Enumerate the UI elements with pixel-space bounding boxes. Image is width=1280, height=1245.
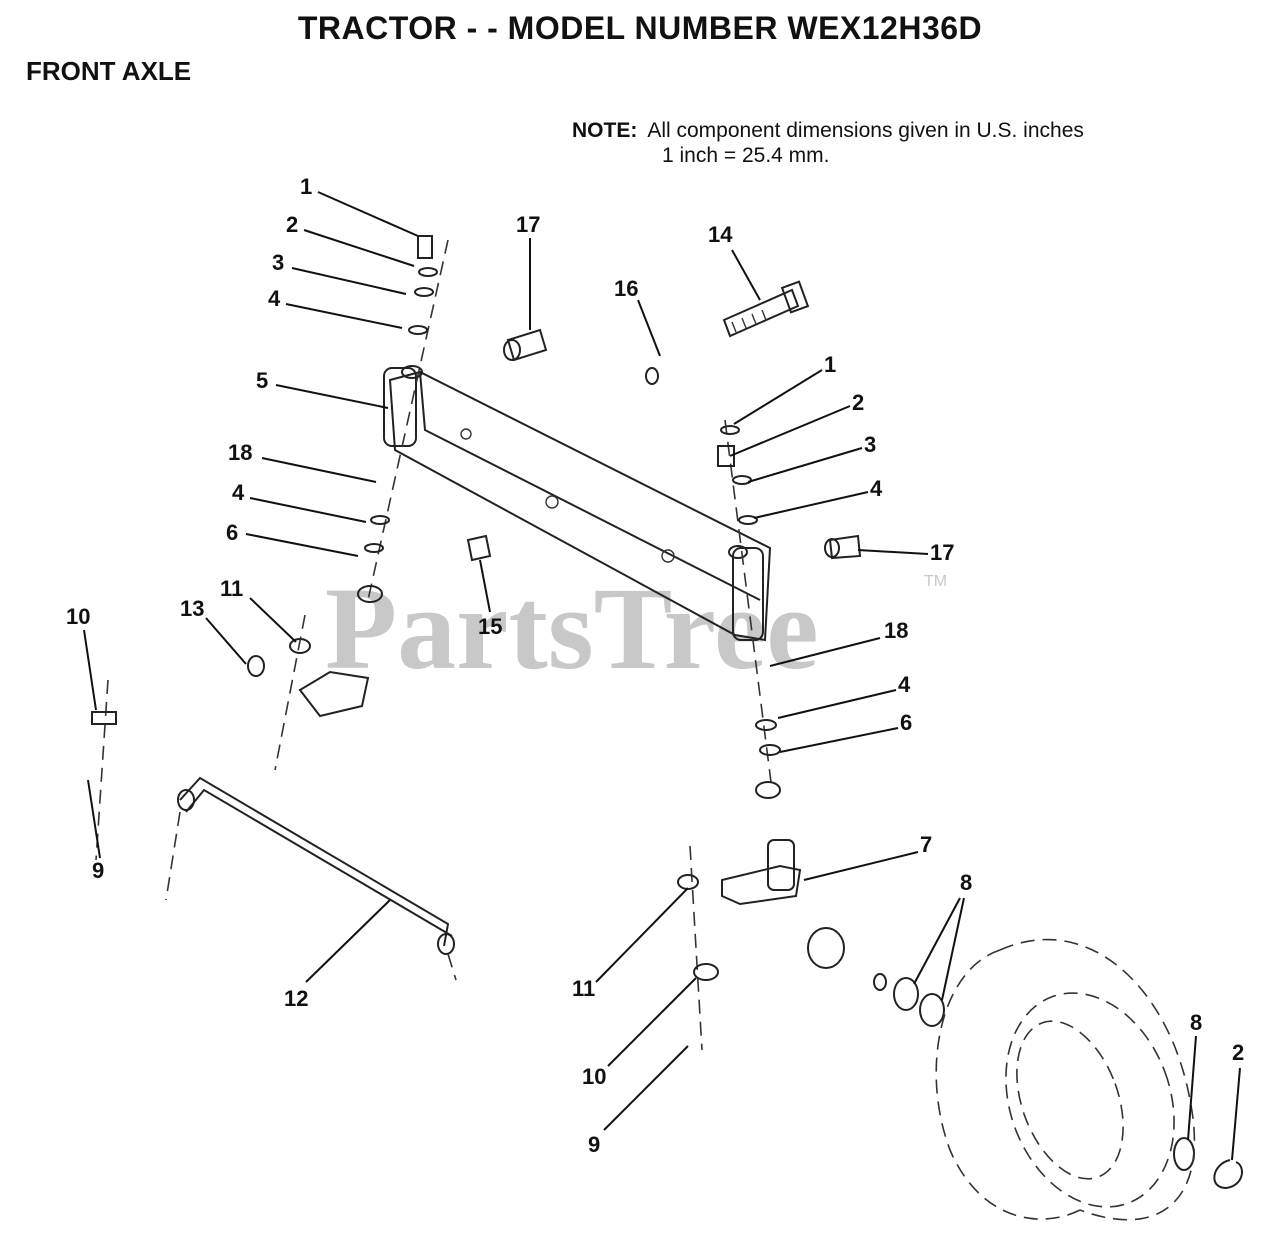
callout-2: 2 xyxy=(286,212,298,237)
tie-rod xyxy=(165,776,457,981)
callout-2-right: 2 xyxy=(852,390,864,415)
callout-3: 3 xyxy=(272,250,284,275)
callout-4-lower: 4 xyxy=(232,480,245,505)
note-label: NOTE: xyxy=(572,119,638,142)
wheel-tire xyxy=(935,938,1196,1221)
section-title: FRONT AXLE xyxy=(26,56,192,86)
right-hardware-stack xyxy=(717,425,781,799)
dimension-note: NOTE: All component dimensions given in U… xyxy=(572,118,1084,168)
axle-beam xyxy=(383,365,772,642)
callout-1-right: 1 xyxy=(824,352,836,377)
callout-5: 5 xyxy=(256,368,268,393)
callout-13: 13 xyxy=(180,596,204,621)
grease-fitting-right xyxy=(824,534,862,560)
nut xyxy=(645,367,659,385)
callout-17: 17 xyxy=(516,212,540,237)
callout-16: 16 xyxy=(614,276,638,301)
note-line-2: 1 inch = 25.4 mm. xyxy=(662,144,830,167)
callout-15: 15 xyxy=(478,614,502,639)
callout-1: 1 xyxy=(300,174,312,199)
grease-fitting-left xyxy=(503,328,548,362)
callout-4-right: 4 xyxy=(870,476,883,501)
left-hardware-stack xyxy=(357,235,438,603)
diagram-title: TRACTOR - - MODEL NUMBER WEX12H36D xyxy=(297,10,983,46)
spindle xyxy=(677,839,845,1051)
callout-labels: 1 2 3 4 17 14 16 5 1 2 3 4 18 4 6 17 15 … xyxy=(66,174,1244,1157)
callout-7: 7 xyxy=(920,832,932,857)
callout-8-lower: 8 xyxy=(1190,1010,1202,1035)
callout-2-lower: 2 xyxy=(1232,1040,1244,1065)
bushing xyxy=(466,534,492,562)
callout-6: 6 xyxy=(226,520,238,545)
callout-9: 9 xyxy=(92,858,104,883)
callout-3-right: 3 xyxy=(864,432,876,457)
callout-11-lower: 11 xyxy=(572,976,595,1001)
callout-18-right: 18 xyxy=(884,618,908,643)
pivot-bolt xyxy=(722,280,810,338)
left-kingpin-centerline xyxy=(367,239,449,601)
note-line-1: All component dimensions given in U.S. i… xyxy=(647,119,1084,142)
callout-6-right: 6 xyxy=(900,710,912,735)
washers xyxy=(873,973,1195,1171)
callout-10-lower: 10 xyxy=(582,1064,606,1089)
right-kingpin-centerline xyxy=(724,419,773,791)
callout-11: 11 xyxy=(220,576,243,601)
retainer-clip xyxy=(1213,1159,1243,1190)
callout-10: 10 xyxy=(66,604,90,629)
left-tie-rod-hardware xyxy=(91,614,370,861)
watermark-tm: TM xyxy=(924,573,947,590)
leader-lines xyxy=(83,191,1241,1161)
callout-8: 8 xyxy=(960,870,972,895)
callout-9-lower: 9 xyxy=(588,1132,600,1157)
callout-4-right-lower: 4 xyxy=(898,672,911,697)
callout-12: 12 xyxy=(284,986,308,1011)
callout-18: 18 xyxy=(228,440,252,465)
callout-4: 4 xyxy=(268,286,281,311)
callout-14: 14 xyxy=(708,222,733,247)
watermark: PartsTree xyxy=(325,563,819,694)
callout-17-right: 17 xyxy=(930,540,954,565)
